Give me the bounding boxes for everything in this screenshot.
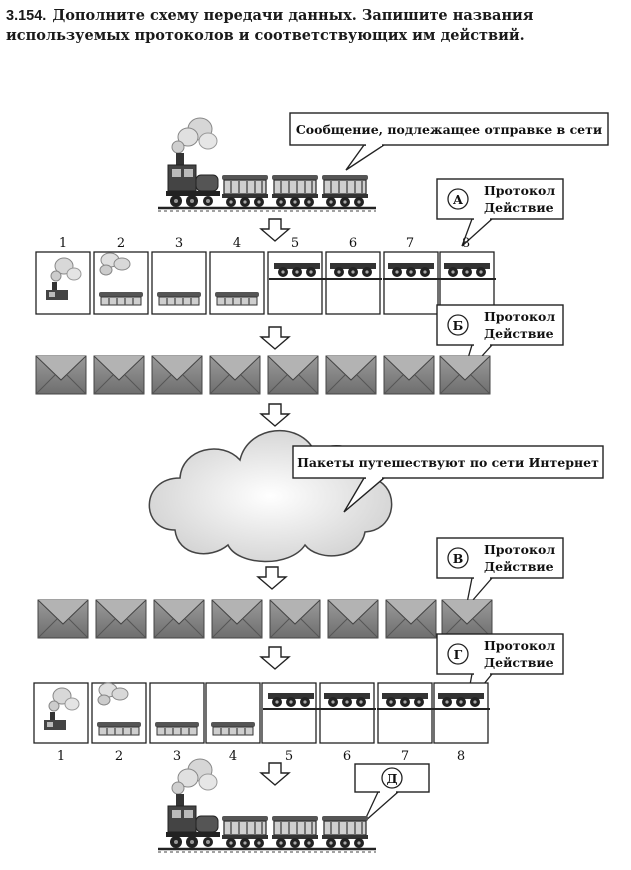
cell-number: 5 — [291, 236, 299, 251]
cell-number: 2 — [115, 749, 123, 764]
cell-number: 8 — [457, 749, 465, 764]
upper-envelope-row — [35, 355, 491, 395]
envelope-icon — [37, 599, 89, 639]
envelope-icon — [325, 355, 377, 395]
cell-number: 2 — [117, 236, 125, 251]
split-cell — [319, 682, 375, 744]
protocol-letter-v: В — [453, 551, 464, 566]
split-cell — [439, 251, 495, 315]
task-text: Дополните схему передачи данных. Запишит… — [6, 7, 534, 44]
arrow-down-2-icon — [260, 326, 290, 350]
arrow-down-5-icon — [260, 646, 290, 670]
envelope-icon — [385, 599, 437, 639]
envelope-icon — [93, 355, 145, 395]
envelope-icon — [35, 355, 87, 395]
cell-number: 5 — [285, 749, 293, 764]
cell-number: 4 — [229, 749, 237, 764]
cell-number: 6 — [343, 749, 351, 764]
action-label-g: Действие — [484, 655, 554, 670]
protocol-box-a: А Протокол Действие — [436, 178, 564, 247]
envelope-icon — [95, 599, 147, 639]
final-letter-d: Д — [386, 771, 397, 786]
arrow-down-3-icon — [260, 403, 290, 427]
split-cell — [433, 682, 489, 744]
protocol-box-v: В Протокол Действие — [436, 537, 564, 611]
cell-number: 7 — [406, 236, 414, 251]
protocol-box-b: Б Протокол Действие — [436, 304, 564, 379]
envelope-icon — [439, 355, 491, 395]
protocol-letter-a: А — [453, 192, 464, 207]
arrow-down-4-icon — [257, 566, 287, 590]
envelope-icon — [267, 355, 319, 395]
protocol-letter-b: Б — [453, 318, 464, 333]
split-cell — [377, 682, 433, 744]
split-cell — [35, 251, 91, 315]
envelope-icon — [441, 599, 493, 639]
envelope-icon — [151, 355, 203, 395]
cell-number: 3 — [175, 236, 183, 251]
protocol-label-a: Протокол — [484, 183, 555, 198]
arrow-down-6-icon — [260, 762, 290, 786]
envelope-icon — [269, 599, 321, 639]
action-label-a: Действие — [484, 200, 554, 215]
lower-cell-numbers: 1 2 3 4 5 6 7 8 — [57, 749, 465, 764]
envelope-icon — [153, 599, 205, 639]
lower-split-cells — [33, 682, 491, 744]
protocol-label-b: Протокол — [484, 309, 555, 324]
cell-number: 4 — [233, 236, 241, 251]
envelope-icon — [209, 355, 261, 395]
message-callout-text: Сообщение, подлежащее отправке в сети — [296, 122, 602, 137]
cell-number: 1 — [57, 749, 65, 764]
protocol-label-v: Протокол — [484, 542, 555, 557]
protocol-box-g: Г Протокол Действие — [436, 633, 564, 707]
protocol-label-g: Протокол — [484, 638, 555, 653]
cell-number: 1 — [59, 236, 67, 251]
cell-number: 7 — [401, 749, 409, 764]
upper-split-cells — [35, 251, 497, 315]
upper-cell-numbers: 1 2 3 4 5 6 7 8 — [59, 236, 470, 251]
final-box-d: Д — [354, 763, 430, 823]
cell-number: 8 — [462, 236, 470, 251]
cloud-callout-text: Пакеты путешествуют по сети Интернет — [297, 455, 599, 470]
action-label-b: Действие — [484, 326, 554, 341]
split-cell — [383, 251, 439, 315]
task-number: 3.154. — [6, 8, 47, 24]
lower-envelope-row — [37, 599, 493, 639]
cloud-callout: Пакеты путешествуют по сети Интернет — [292, 445, 604, 513]
split-cell — [261, 682, 317, 744]
envelope-icon — [383, 355, 435, 395]
cell-number: 3 — [173, 749, 181, 764]
split-cell — [267, 251, 323, 315]
task-statement: 3.154.Дополните схему передачи данных. З… — [6, 6, 626, 45]
split-cell — [325, 251, 381, 315]
action-label-v: Действие — [484, 559, 554, 574]
envelope-icon — [327, 599, 379, 639]
cell-number: 6 — [349, 236, 357, 251]
arrow-down-1-icon — [260, 218, 290, 242]
message-callout: Сообщение, подлежащее отправке в сети — [289, 112, 609, 171]
envelope-icon — [211, 599, 263, 639]
protocol-letter-g: Г — [454, 647, 463, 662]
